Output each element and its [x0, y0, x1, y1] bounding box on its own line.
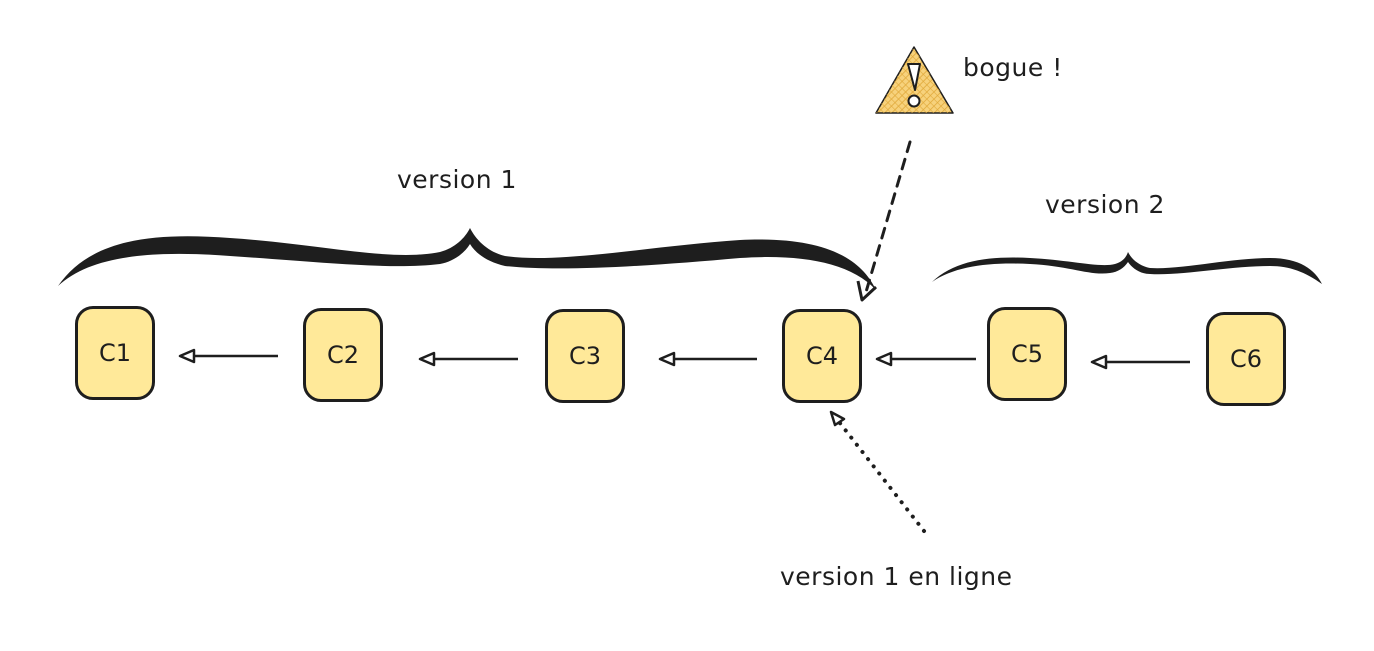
commit-node-c5[interactable]: C5	[987, 307, 1067, 401]
bug-arrow	[856, 140, 912, 302]
arrow-c3-c2	[418, 351, 518, 367]
brace-version-2	[932, 252, 1322, 284]
release-label: version 1 en ligne	[780, 562, 1013, 591]
commit-node-c4[interactable]: C4	[782, 309, 862, 403]
group-label-version-2: version 2	[1045, 190, 1165, 219]
warning-icon	[875, 46, 954, 114]
arrow-c5-c4	[875, 351, 976, 367]
brace-version-1	[58, 228, 876, 290]
commit-node-c3[interactable]: C3	[545, 309, 625, 403]
commit-node-c2[interactable]: C2	[303, 308, 383, 402]
arrow-c2-c1	[178, 348, 278, 364]
bug-label: bogue !	[963, 53, 1063, 82]
group-label-version-1: version 1	[397, 165, 517, 194]
commit-node-c6[interactable]: C6	[1206, 312, 1286, 406]
arrow-c4-c3	[658, 351, 757, 367]
release-arrow	[829, 410, 926, 533]
arrow-c6-c5	[1090, 354, 1190, 370]
commit-node-c1[interactable]: C1	[75, 306, 155, 400]
